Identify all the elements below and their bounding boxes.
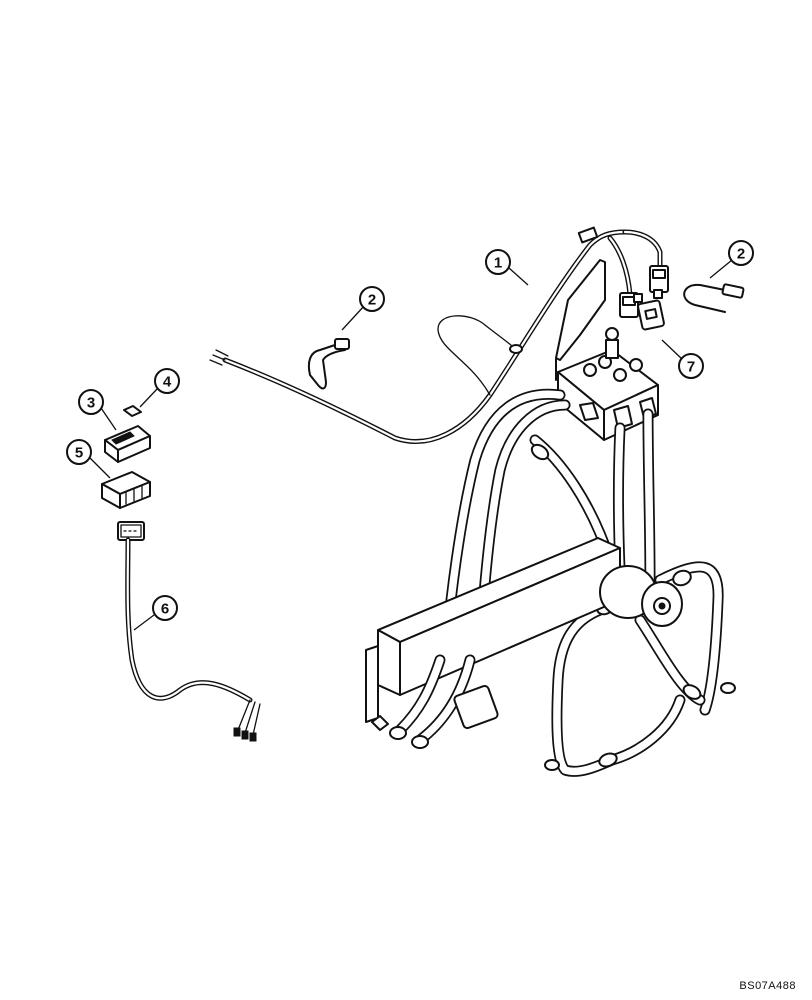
switch-harness xyxy=(117,521,261,742)
callout-4-label: 4 xyxy=(163,374,172,391)
callout-2-left: 2 xyxy=(359,286,385,312)
lower-hose-bundle xyxy=(389,654,499,749)
hydraulic-motor xyxy=(599,565,683,627)
callout-6-label: 6 xyxy=(161,601,169,618)
switch-housing xyxy=(101,471,151,509)
callout-2-right: 2 xyxy=(728,240,754,266)
callout-3-label: 3 xyxy=(87,395,95,412)
rocker-switch xyxy=(104,425,151,463)
hydraulic-cylinder-channel xyxy=(365,537,621,731)
cable-clip-right xyxy=(683,283,745,313)
wiring-harness xyxy=(209,226,669,444)
callout-1: 1 xyxy=(485,249,511,275)
cable-clip-left xyxy=(307,338,350,390)
callout-6: 6 xyxy=(152,595,178,621)
callout-5-label: 5 xyxy=(75,445,83,462)
callout-5: 5 xyxy=(66,439,92,465)
valve-mounting-bracket xyxy=(555,259,606,381)
callout-2-right-label: 2 xyxy=(737,246,745,263)
callout-2-left-label: 2 xyxy=(368,292,376,309)
callout-7: 7 xyxy=(678,353,704,379)
switch-lens xyxy=(123,405,142,417)
callout-1-label: 1 xyxy=(494,255,502,272)
callout-3: 3 xyxy=(78,389,104,415)
relay-connector xyxy=(633,289,665,331)
callout-4: 4 xyxy=(154,368,180,394)
callout-7-label: 7 xyxy=(687,359,695,376)
figure-reference-code: BS07A488 xyxy=(739,980,796,992)
